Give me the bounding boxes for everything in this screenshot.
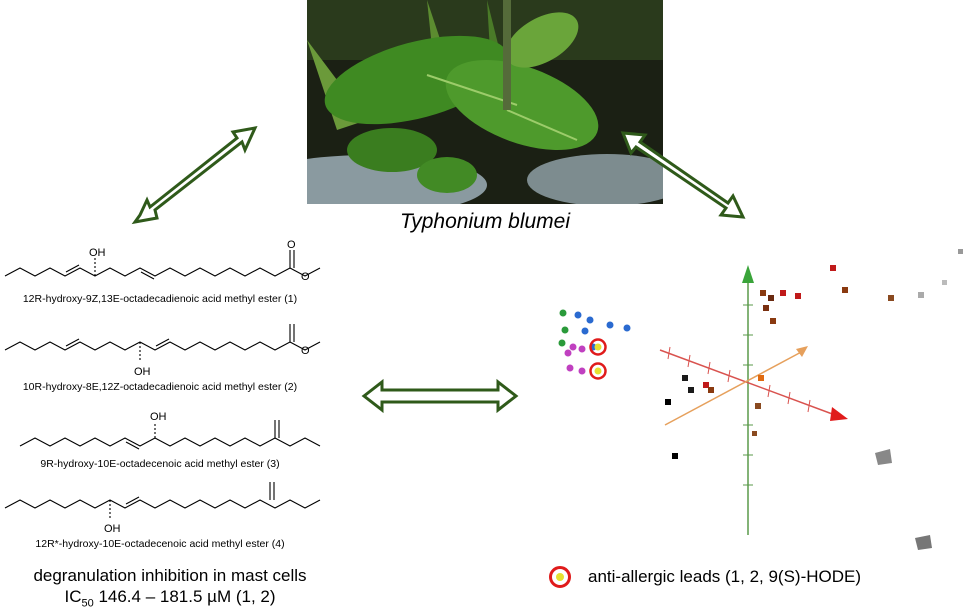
- double-arrow-middle: [361, 378, 519, 414]
- species-caption: Typhonium blumei: [399, 210, 571, 233]
- double-arrow-top-right: [620, 131, 746, 219]
- hydroxyl-label: OH: [104, 523, 121, 535]
- compound-4-label: 12R*-hydroxy-10E-octadecenoic acid methy…: [35, 538, 285, 550]
- compound-3-structure: OH 9R-hydroxy-10E-octadecenoic acid meth…: [0, 408, 330, 473]
- skeletal-formula-3: OH: [19, 411, 321, 450]
- ester-oxygen: O: [301, 345, 310, 357]
- compound-1-structure: OH O O 12R-hydroxy-9Z,13E-octadecadienoi…: [0, 238, 330, 308]
- compound-2-label: 10R-hydroxy-8E,12Z-octadecadienoic acid …: [22, 381, 298, 393]
- skeletal-formula-1: OH O O: [4, 239, 321, 283]
- hydroxyl-label: OH: [134, 366, 151, 378]
- highlight-marker-icon: [549, 566, 571, 588]
- highlight-ring: [589, 362, 607, 380]
- sample-cubes: [665, 249, 963, 550]
- compound-4-structure: OH 12R*-hydroxy-10E-octadecenoic acid me…: [0, 478, 330, 558]
- axis-orange-arrowhead: [796, 346, 808, 357]
- sample-cluster-left: [558, 309, 631, 380]
- activity-line-1: degranulation inhibition in mast cells: [33, 566, 307, 585]
- compound-1-label: 12R-hydroxy-9Z,13E-octadecadienoic acid …: [22, 293, 298, 305]
- legend-label: anti-allergic leads (1, 2, 9(S)-HODE): [588, 567, 862, 586]
- axis-green-arrowhead: [742, 265, 754, 283]
- double-arrow-top-left: [131, 126, 258, 225]
- axis-red-arrowhead: [830, 407, 848, 421]
- carbonyl-oxygen: O: [287, 239, 296, 251]
- highlight-ring: [589, 338, 607, 356]
- pca-3d-plot: [558, 249, 963, 550]
- compound-2-structure: OH O 10R-hydroxy-8E,12Z-octadecadienoic …: [0, 320, 330, 395]
- skeletal-formula-2: OH O: [4, 324, 321, 378]
- hydroxyl-label: OH: [150, 411, 167, 423]
- activity-summary: degranulation inhibition in mast cells I…: [0, 565, 340, 614]
- axis-orange: [664, 349, 806, 426]
- compound-3-label: 9R-hydroxy-10E-octadecenoic acid methyl …: [40, 458, 280, 470]
- plant-photo: [307, 0, 663, 204]
- hydroxyl-label: OH: [89, 247, 106, 259]
- skeletal-formula-4: OH: [4, 482, 321, 535]
- activity-line-2: IC50 146.4 – 181.5 µM (1, 2): [64, 587, 276, 610]
- ester-oxygen: O: [301, 271, 310, 283]
